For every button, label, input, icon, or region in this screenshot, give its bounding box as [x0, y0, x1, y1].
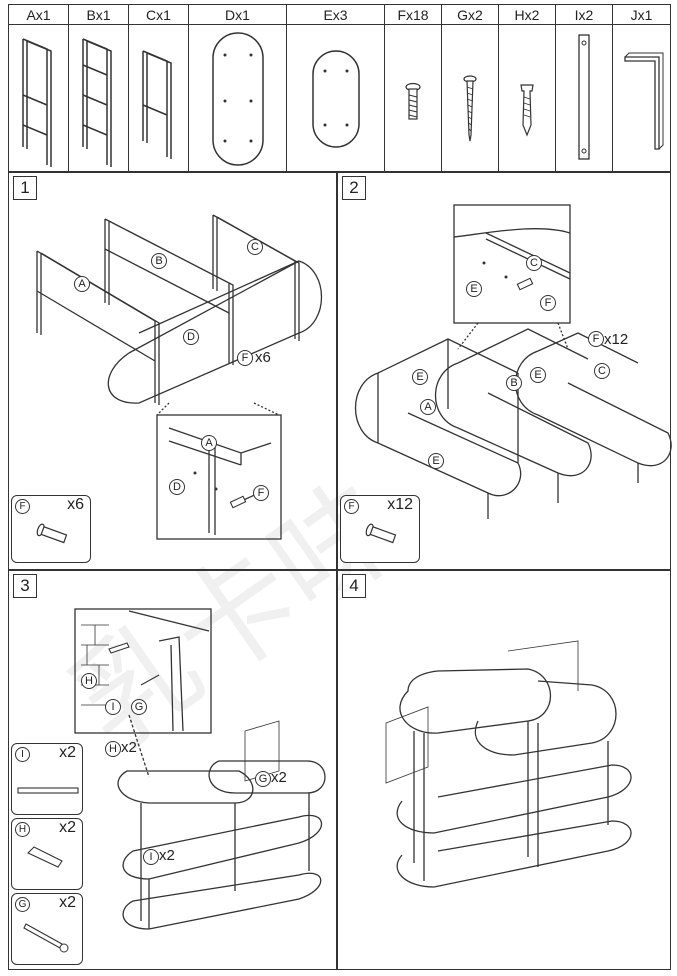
legend-qty: x12	[387, 496, 413, 513]
wood-screw-icon	[23, 923, 69, 953]
legend-letter: I	[15, 747, 30, 762]
callout-b: B	[506, 375, 522, 391]
legend-letter: H	[15, 822, 30, 837]
step-1-legend: F x6	[11, 495, 91, 563]
step-number: 2	[342, 176, 366, 200]
callout-i: I	[143, 849, 159, 865]
part-cell-g	[442, 25, 499, 171]
zoom-callout-i: I	[105, 699, 121, 715]
callout-e-1: E	[412, 369, 428, 385]
part-label-i: Ix2	[556, 5, 613, 25]
zoom-callout-c: C	[526, 255, 542, 271]
part-label-c: Cx1	[129, 5, 189, 25]
wall-plug-icon	[27, 846, 63, 868]
step-3-diagram	[74, 608, 326, 930]
step-4-panel: 4	[337, 570, 671, 970]
step-4-diagram	[385, 640, 632, 888]
part-cell-a	[9, 25, 69, 171]
wall-plug-icon	[520, 84, 534, 137]
part-cell-e	[287, 25, 385, 171]
part-cell-c	[129, 25, 189, 171]
step-3-legend-g: G x2	[11, 893, 83, 965]
part-cell-j	[613, 25, 670, 171]
part-label-f: Fx18	[385, 5, 442, 25]
callout-f: F	[237, 350, 253, 366]
step-3-panel: 3 H I G H x2	[8, 570, 337, 970]
legend-letter: F	[344, 499, 359, 514]
step-3-legend-h: H x2	[11, 818, 83, 890]
bolt-icon	[36, 523, 68, 544]
oval-top-panel-icon	[212, 32, 264, 166]
zoom-callout-g: G	[131, 699, 147, 715]
legend-qty: x6	[67, 496, 84, 513]
step-number: 3	[13, 574, 37, 598]
allen-key-icon	[624, 52, 664, 150]
step-1-qty: x6	[255, 349, 271, 366]
callout-d: D	[183, 329, 199, 345]
frame-c-icon	[142, 50, 172, 159]
part-cell-h	[499, 25, 556, 171]
zoom-callout-f: F	[253, 485, 269, 501]
part-label-j: Jx1	[613, 5, 670, 25]
callout-b: B	[151, 253, 167, 269]
callout-h: H	[105, 741, 121, 757]
callout-g: G	[255, 771, 271, 787]
qty-g: x2	[271, 769, 287, 786]
step-number: 1	[13, 176, 37, 200]
part-cell-i	[556, 25, 613, 171]
callout-e-3: E	[428, 453, 444, 469]
frame-a-icon	[22, 38, 52, 167]
part-label-a: Ax1	[9, 5, 69, 25]
part-label-e: Ex3	[287, 5, 385, 25]
step-2-legend: F x12	[340, 495, 420, 563]
zoom-callout-h: H	[81, 673, 97, 689]
bolt-icon	[405, 82, 421, 120]
part-label-b: Bx1	[69, 5, 129, 25]
callout-e-2: E	[530, 367, 546, 383]
part-label-g: Gx2	[442, 5, 499, 25]
part-label-h: Hx2	[499, 5, 556, 25]
part-cell-d	[189, 25, 287, 171]
step-2-diagram	[355, 204, 672, 519]
zoom-callout-d: D	[169, 479, 185, 495]
callout-a: A	[420, 399, 436, 415]
wall-bracket-icon	[578, 34, 590, 160]
zoom-callout-a: A	[201, 435, 217, 451]
qty-i: x2	[159, 847, 175, 864]
step-3-legend-i: I x2	[11, 743, 83, 815]
wall-bracket-icon	[17, 787, 79, 794]
step-2-panel: 2 C E F E B E A C E F x12	[337, 172, 672, 570]
step-1-panel: 1 A B C D F	[8, 172, 337, 570]
part-cell-f	[385, 25, 442, 171]
step-2-qty: x12	[604, 331, 629, 348]
legend-letter: G	[15, 897, 30, 912]
callout-a: A	[74, 276, 90, 292]
part-label-d: Dx1	[189, 5, 287, 25]
wood-screw-icon	[463, 75, 477, 142]
qty-h: x2	[121, 739, 137, 756]
step-1-diagram	[36, 214, 322, 540]
callout-c: C	[247, 239, 263, 255]
zoom-callout-e: E	[466, 281, 482, 297]
legend-qty: x2	[59, 819, 76, 836]
frame-b-icon	[82, 38, 112, 167]
legend-qty: x2	[59, 744, 76, 761]
callout-c: C	[594, 363, 610, 379]
zoom-callout-f: F	[540, 295, 556, 311]
parts-table: Ax1 Bx1 Cx1 Dx1 Ex3 Fx18 Gx2 Hx2 Ix2 Jx1	[8, 4, 671, 172]
callout-f: F	[588, 331, 604, 347]
step-number: 4	[342, 574, 366, 598]
legend-letter: F	[15, 499, 30, 514]
oval-shelf-icon	[312, 50, 360, 148]
bolt-icon	[365, 523, 397, 544]
part-cell-b	[69, 25, 129, 171]
legend-qty: x2	[59, 894, 76, 911]
